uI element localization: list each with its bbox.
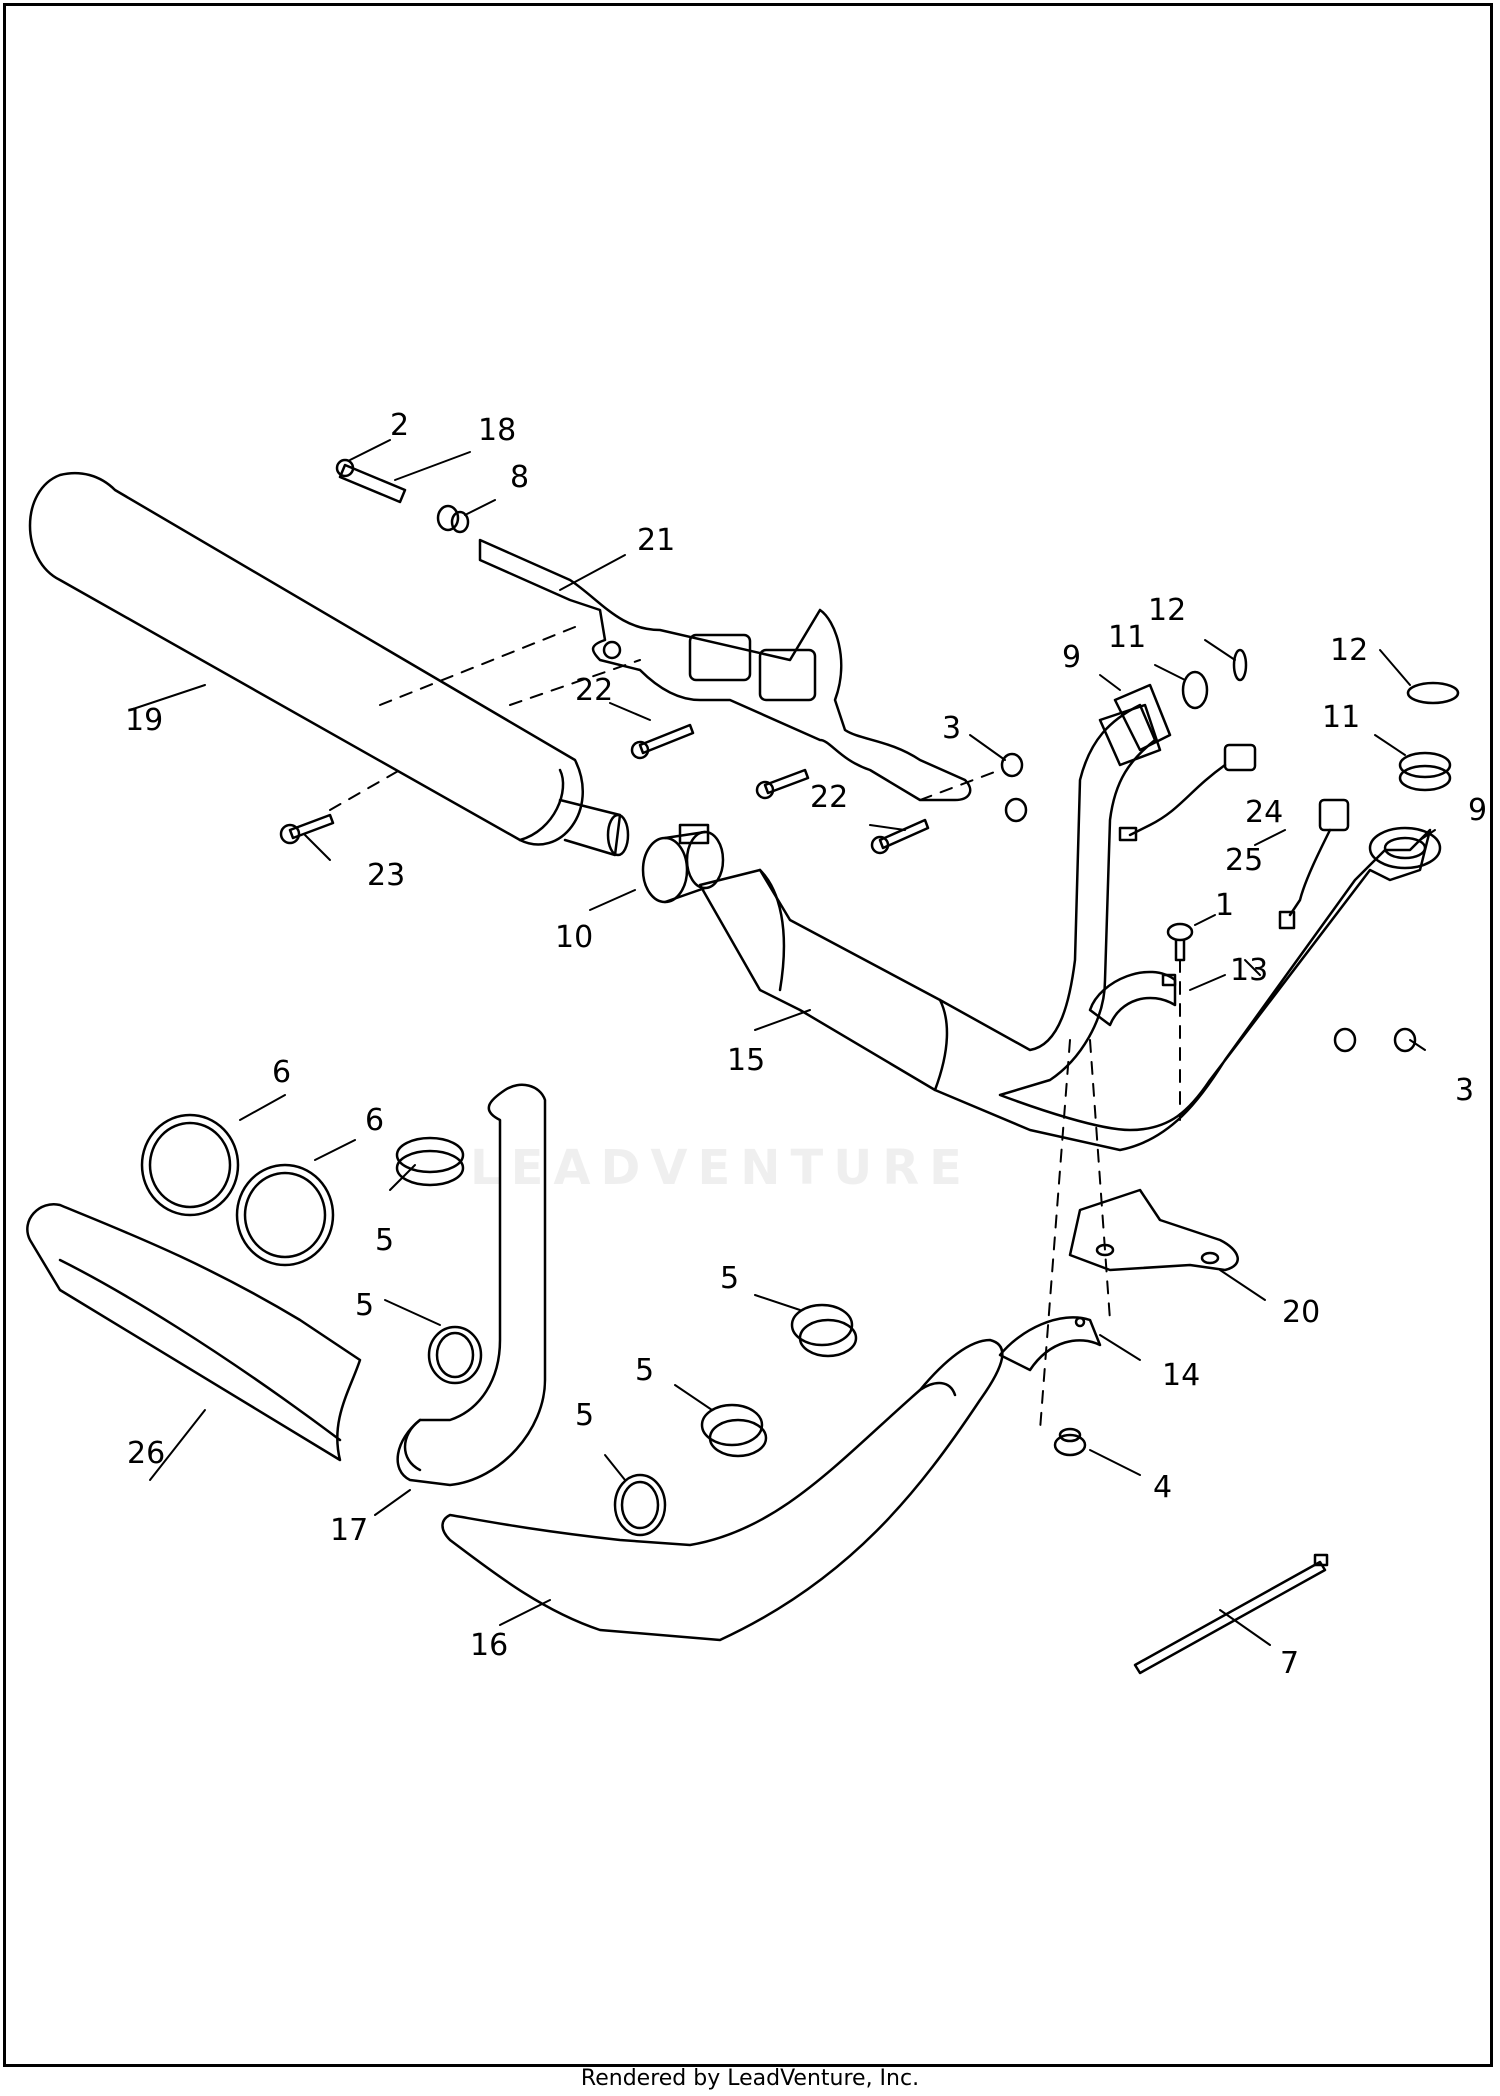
bolt-22b [755,768,810,800]
gasket-11a [1181,670,1209,710]
callout-5d: 5 [635,1353,654,1388]
pin-18 [335,458,407,504]
bolt-23 [279,813,335,845]
callout-6b: 6 [365,1103,384,1138]
muffler [28,471,630,857]
callout-23: 23 [367,858,405,893]
exhaust-clamp-10 [641,823,725,904]
gasket-11b [1398,751,1452,792]
callout-21: 21 [637,523,675,558]
callout-4: 4 [1153,1470,1172,1505]
hose-clamp-5e [613,1473,667,1537]
callout-10: 10 [555,920,593,955]
heat-shield-16 [441,1338,1004,1642]
hose-clamp-5b [427,1325,483,1385]
callout-7: 7 [1280,1646,1299,1681]
callout-25: 25 [1225,843,1263,878]
callout-9a: 9 [1062,640,1081,675]
callout-24: 24 [1245,795,1283,830]
heat-shield-17 [396,1083,547,1487]
callout-1: 1 [1215,888,1234,923]
hose-clamp-6b [235,1163,335,1267]
oxygen-sensor-24 [1278,798,1350,930]
nut-3d [1393,1027,1417,1053]
callout-22b: 22 [810,780,848,815]
hose-clamp-6a [140,1113,240,1217]
callout-20: 20 [1282,1295,1320,1330]
oxygen-sensor-25 [1118,743,1257,842]
bracket-13 [1088,970,1177,1027]
callout-5b: 5 [355,1288,374,1323]
screw-1 [1166,922,1194,962]
watermark: LEADVENTURE [470,1140,972,1196]
retaining-ring-12b [1406,681,1460,705]
callout-14: 14 [1162,1358,1200,1393]
hose-clamp-5d [700,1403,768,1458]
heat-shield-26 [26,1202,362,1462]
callout-12a: 12 [1148,593,1186,628]
diagram-frame [3,3,1493,2067]
callout-6a: 6 [272,1055,291,1090]
hose-clamp-5c [790,1303,858,1358]
grommet-8 [436,504,470,534]
callout-labels: 2 18 8 21 19 22 22 3 3 23 10 9 9 11 11 1… [125,408,1487,1681]
callout-18: 18 [478,413,516,448]
callout-5e: 5 [575,1398,594,1433]
hose-clamp-5a [395,1136,465,1187]
callout-2: 2 [390,408,409,443]
callout-11b: 11 [1322,700,1360,735]
header-pipe-assembly [698,703,1432,1152]
callout-5c: 5 [720,1261,739,1296]
render-credit: Rendered by LeadVenture, Inc. [580,2066,920,2091]
flange-9a [1098,683,1172,767]
callout-17: 17 [330,1513,368,1548]
muffler-mount-bracket [478,538,972,802]
retaining-ring-12a [1232,648,1248,682]
assembly-guide-lines [329,624,1181,1431]
bolt-22c [870,818,930,855]
flange-9b [1368,826,1442,870]
callout-22a: 22 [575,673,613,708]
callout-9b: 9 [1468,793,1487,828]
bracket-20 [1068,1188,1239,1272]
leader-lines [129,439,1436,1646]
callout-13: 13 [1230,953,1268,988]
clamp-14 [998,1316,1102,1372]
callout-3a: 3 [942,711,961,746]
nut-3c [1333,1027,1357,1053]
bolt-22a [630,723,695,760]
nut-3a [1000,752,1024,778]
callout-19: 19 [125,703,163,738]
callout-16: 16 [470,1628,508,1663]
callout-15: 15 [727,1043,765,1078]
cable-tie-7 [1133,1553,1329,1675]
callout-11a: 11 [1108,620,1146,655]
callout-26: 26 [127,1436,165,1471]
callout-3b: 3 [1455,1073,1474,1108]
flange-nut-4 [1053,1427,1087,1457]
callout-5a: 5 [375,1223,394,1258]
callout-12b: 12 [1330,633,1368,668]
callout-8: 8 [510,460,529,495]
nut-3b [1004,797,1028,823]
